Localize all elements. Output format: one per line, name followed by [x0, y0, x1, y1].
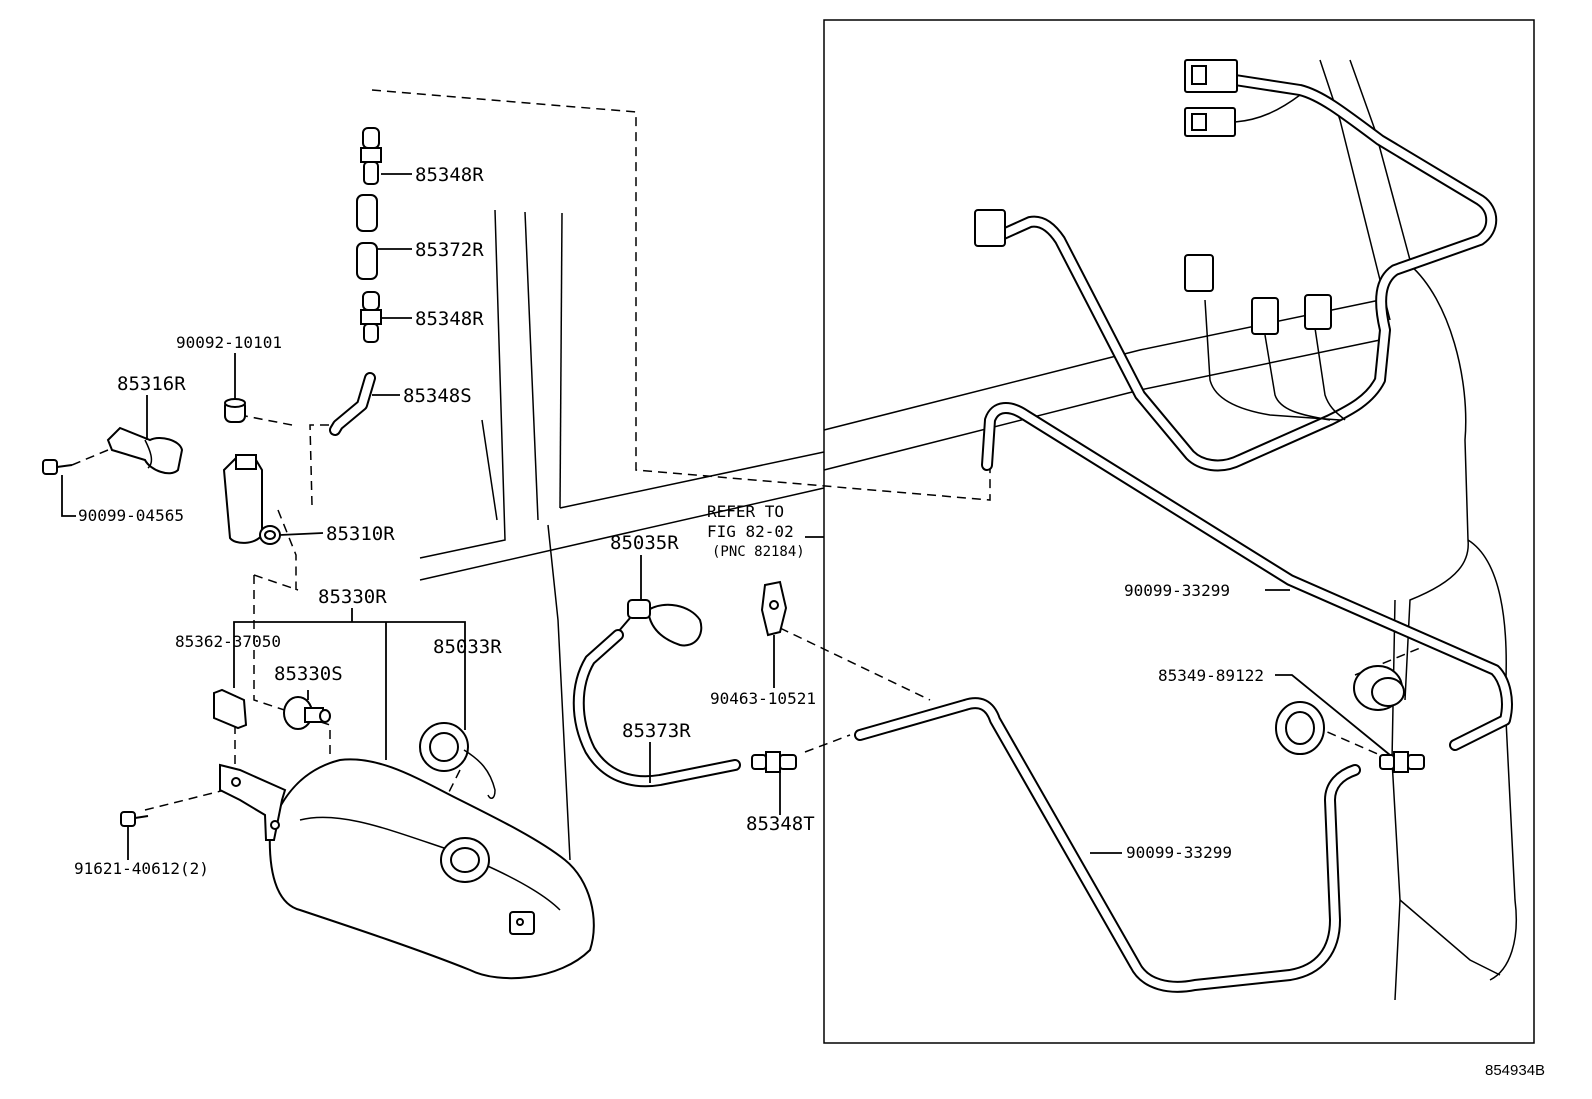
callout-85035r: 85035R: [610, 532, 679, 554]
bolt-91621-40612: [120, 811, 149, 827]
detail-inset-frame: [823, 19, 1535, 1044]
callout-90463-10521: 90463-10521: [710, 689, 816, 708]
washer-pump-85310r: [222, 454, 281, 545]
diagram-id: 854934B: [1485, 1062, 1545, 1079]
callout-85348r-top: 85348R: [415, 164, 484, 186]
hose-90099-33299-upper: [981, 402, 1513, 751]
refer-line-2: FIG 82-02: [707, 522, 794, 541]
refer-line-3: (PNC 82184): [712, 544, 805, 560]
callout-90092-10101: 90092-10101: [176, 333, 282, 352]
pump-motor-85330s: [283, 696, 331, 730]
clip-90463-10521: [760, 580, 788, 637]
callout-85033r: 85033R: [433, 636, 502, 658]
callout-85348r-mid: 85348R: [415, 308, 484, 330]
nut-90092-10101: [224, 398, 246, 423]
callout-85349-89122: 85349-89122: [1158, 666, 1264, 685]
callout-85310r: 85310R: [326, 523, 395, 545]
refer-line-1: REFER TO: [707, 502, 784, 521]
callout-91621-40612: 91621-40612(2): [74, 859, 209, 878]
nozzle-85035r: [617, 599, 703, 647]
callout-85330r: 85330R: [318, 586, 387, 608]
callout-85372r: 85372R: [415, 239, 484, 261]
bracket-85316r: [106, 426, 184, 475]
inset-grommets: [1275, 665, 1405, 755]
bolt-90099-04565: [42, 449, 109, 475]
callout-85316r: 85316R: [117, 373, 186, 395]
connector-85348r-mid: [360, 291, 382, 343]
hose-85372r: [356, 194, 378, 280]
washer-tank: [219, 758, 595, 980]
joint-85348t: [751, 751, 797, 773]
hose-85373r: [572, 629, 741, 788]
callout-85373r: 85373R: [622, 720, 691, 742]
body-panel-outline: [419, 209, 825, 861]
connector-85348r-top: [360, 127, 382, 185]
callout-85348t: 85348T: [746, 813, 815, 835]
callout-85362-37050: 85362-37050: [175, 632, 281, 651]
callout-90099-04565: 90099-04565: [78, 506, 184, 525]
grommet-85362-37050: [213, 688, 248, 730]
callout-85348s: 85348S: [403, 385, 472, 407]
callout-90099-33299-top: 90099-33299: [1124, 581, 1230, 600]
hose-90099-33299-lower: [854, 697, 1361, 993]
elbow-hose-85348s: [329, 372, 376, 436]
wiring-harness: [974, 59, 1498, 472]
callout-85330s: 85330S: [274, 663, 343, 685]
callout-90099-33299-bottom: 90099-33299: [1126, 843, 1232, 862]
level-sensor-85033r: [419, 722, 496, 799]
joint-85349-89122: [1379, 751, 1425, 773]
leader-lines: [61, 173, 1391, 860]
callout-labels: 85348R 85372R 85348R 90092-10101 85316R …: [74, 164, 1264, 878]
